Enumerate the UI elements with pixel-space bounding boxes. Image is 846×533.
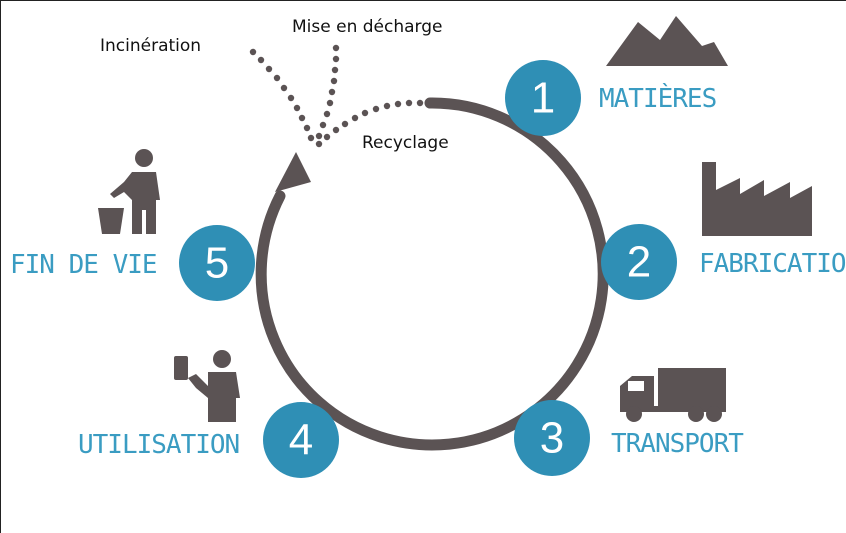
- stage-4-circle: [263, 402, 339, 478]
- cycle-arrowhead: [275, 152, 311, 192]
- stage-4: 4 UTILISATION: [78, 350, 339, 478]
- stage-5-circle: [179, 225, 255, 301]
- stage-1-label: MATIÈRES: [599, 82, 716, 114]
- stage-2-circle: [601, 224, 677, 300]
- stage-5-label: FIN DE VIE: [10, 250, 157, 280]
- stage-5: 5 FIN DE VIE: [10, 149, 255, 301]
- stage-4-label: UTILISATION: [78, 430, 239, 460]
- recycling-label: Recyclage: [362, 133, 449, 153]
- stage-1-number: 1: [531, 74, 555, 123]
- truck-icon: [620, 368, 726, 422]
- stage-1: 1 MATIÈRES: [505, 16, 728, 136]
- stage-3-label: TRANSPORT: [611, 429, 744, 459]
- dotted-paths: [249, 44, 424, 148]
- mountains-icon: [606, 16, 728, 66]
- stage-3-circle: [514, 400, 590, 476]
- person-trash-bin-icon: [98, 149, 160, 234]
- stage-4-number: 4: [289, 416, 313, 465]
- stage-1-circle: [505, 60, 581, 136]
- factory-icon: [702, 162, 812, 236]
- incineration-label: Incinération: [100, 36, 201, 56]
- stage-2: 2 FABRICATION: [601, 162, 846, 300]
- landfill-label: Mise en décharge: [292, 17, 442, 37]
- stage-3: 3 TRANSPORT: [514, 368, 745, 476]
- person-using-phone-icon: [174, 350, 240, 422]
- stage-2-label: FABRICATION: [699, 249, 846, 279]
- stage-3-number: 3: [540, 414, 564, 463]
- cycle-arc: [255, 97, 609, 451]
- stage-2-number: 2: [627, 238, 651, 287]
- stage-5-number: 5: [205, 239, 229, 288]
